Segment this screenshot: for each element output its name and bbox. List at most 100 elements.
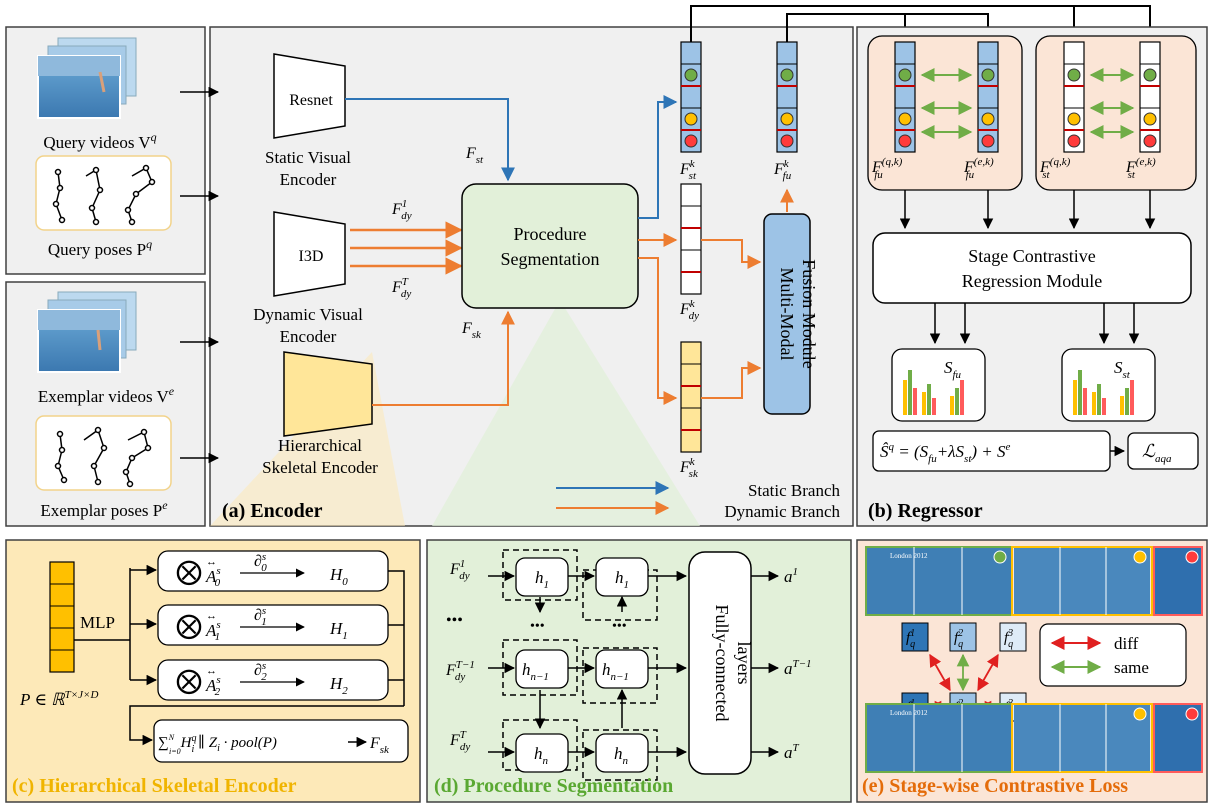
adjacency-arrow-1: ↔ [206,610,217,622]
fusion-exemplar-column [977,41,999,153]
s-st-bars [1073,370,1134,415]
otimes-2: ⨂ [176,666,202,695]
mlp-label: MLP [80,613,115,632]
hidden-state-bwd-n [595,733,649,773]
exemplar-video-stack [37,291,137,373]
pose-input-column [49,561,75,673]
f-st-ek-label: F(e,k)st [1125,156,1156,181]
legend-same-label: same [1114,658,1149,677]
contrastive-panel-title: (e) Stage-wise Contrastive Loss [862,775,1128,797]
exemplar-frame-strip: London 2012 [865,703,1203,773]
h1-bwd-label: h1 [615,568,629,591]
adjacency-arrow-0: ↔ [206,556,217,568]
s-fu-bars [903,370,964,415]
hn-fwd-label: hn [534,744,549,767]
s-st-label: Sst [1114,358,1131,381]
ps-vertical-ellipsis-left: ••• [530,619,545,634]
score-formula: Ŝq = (Sfu+λSst) + Se [880,441,1011,465]
frame-caption-top: London 2012 [890,552,928,560]
fusion-module-box [763,213,811,415]
legend-diff-label: diff [1114,634,1139,653]
procedure-panel-title: (d) Procedure Segmentation [434,775,673,797]
hidden-state-fwd-n1 [515,649,569,689]
query-pose-skeletons [52,164,156,226]
skeletal-feature-arrow [372,310,515,406]
hn1-fwd-label: hn−1 [522,660,549,683]
resnet-block [273,53,346,139]
f-fu-k-column [776,41,798,153]
contrastive-loss-panel: London 2012 f1q f2q f3q f1e f2e f3e diff… [856,539,1208,803]
f-q-2-box [949,622,977,652]
f-sk-k-column [680,341,702,453]
encoder-panel-title: (a) Encoder [222,500,323,522]
dy-to-fusion-arrow [701,239,762,269]
query-videos-label: Query videos Vq [43,130,156,152]
relation-legend [1039,623,1187,687]
ps-output-t1: aT−1 [784,658,812,678]
regressor-panel: F(q,k)fu F(e,k)fu F(q,k)st F(e,k)st [856,26,1208,527]
aggregation-output: Fsk [369,735,390,756]
ps-vertical-ellipsis-right: ••• [612,619,627,634]
ps-output-1: a1 [784,566,798,586]
scrm-label-2: Regression Module [962,271,1102,291]
scrm-box [872,232,1192,304]
i3d-block [273,211,346,297]
procedure-zoom-cone [432,300,700,526]
query-poses-label: Query poses Pq [48,237,152,259]
skeletal-encoder-label-2: Skeletal Encoder [262,458,378,477]
fusion-query-column [894,41,916,153]
query-pose-card [35,155,172,231]
static-encoder-label-2: Encoder [280,170,337,189]
query-input-panel: Query videos Vq Query poses Pq [5,26,206,275]
procedure-label-2: Segmentation [501,249,600,269]
skeletal-encoder-label-1: Hierarchical [278,436,362,455]
loss-box [1127,432,1199,470]
resnet-label: Resnet [289,92,333,109]
scrm-label-1: Stage Contrastive [968,246,1095,266]
loss-label: ℒaqa [1142,441,1172,465]
pose-input-formula: P ∈ ℝT×J×D [19,689,98,709]
hidden-state-bwd-n1 [595,649,649,689]
diff-arrow-diag-right [977,653,999,692]
skeletal-encoder-block [283,351,373,437]
dynamic-encoder-label-2: Encoder [280,327,337,346]
h1-fwd-label: h1 [535,568,549,591]
hidden-state-fwd-n [515,733,569,773]
aggregation-box [153,719,409,763]
fc-label-1: Fully-connected [712,605,732,722]
ps-input-ellipsis: ••• [446,612,463,629]
f-st-label: Fst [465,145,484,166]
exemplar-pose-card [35,415,172,491]
hn1-bwd-label: hn−1 [602,660,629,683]
exemplar-pose-skeletons [54,426,152,488]
skeletal-panel-title: (c) Hierarchical Skeletal Encoder [12,775,297,797]
dynamic-encoder-label-1: Dynamic Visual [253,305,363,324]
h-output-0: H0 [329,565,348,588]
procedure-segmentation-box [461,183,639,309]
encoder-panel: Resnet Static Visual Encoder I3D Dynamic… [180,26,854,527]
exemplar-videos-label: Exemplar videos Ve [38,384,175,406]
fusion-label-1: Multi-Modal [777,268,797,361]
fully-connected-box [688,551,752,775]
procedure-label-1: Procedure [514,224,587,244]
static-encoder-label-1: Static Visual [265,148,351,167]
f-fu-qk-label: F(q,k)fu [871,156,903,181]
hidden-state-fwd-1 [515,557,569,597]
query-frame-strip: London 2012 [865,546,1203,616]
f-dy-k-column [680,183,702,295]
f-sk-label: Fsk [461,320,482,341]
